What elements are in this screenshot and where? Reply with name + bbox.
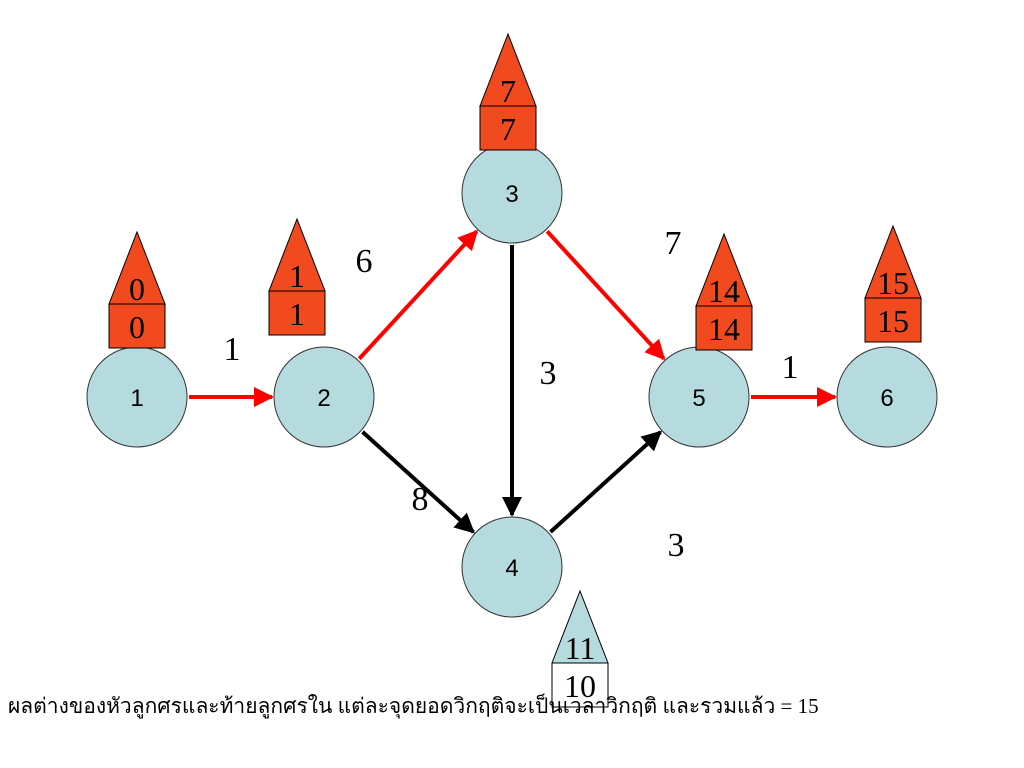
tag-bottom-value: 14 bbox=[708, 311, 740, 347]
node-label: 6 bbox=[880, 385, 893, 412]
edges-layer bbox=[189, 229, 837, 534]
tag-top-value: 14 bbox=[708, 273, 740, 309]
node-circle bbox=[461, 516, 563, 618]
tag-box bbox=[479, 105, 537, 151]
tag-top-value: 7 bbox=[500, 73, 516, 109]
tag-box bbox=[864, 297, 922, 343]
time-tag-node-2: 11 bbox=[268, 217, 326, 336]
edge-weight-2-3: 6 bbox=[356, 243, 373, 280]
tag-triangle bbox=[551, 589, 609, 664]
tag-top-value: 0 bbox=[129, 271, 145, 307]
tag-bottom-value: 0 bbox=[129, 309, 145, 345]
time-tag-node-1: 00 bbox=[108, 230, 166, 349]
tag-bottom-value: 15 bbox=[877, 303, 909, 339]
node-6: 6 bbox=[836, 346, 938, 448]
node-1: 1 bbox=[86, 346, 188, 448]
edge-weights-layer: 1 6 8 3 7 3 1 bbox=[224, 225, 799, 564]
tag-bottom-value: 10 bbox=[564, 668, 596, 704]
node-label: 2 bbox=[317, 385, 330, 412]
edge-weight-1-2: 1 bbox=[224, 331, 241, 368]
tag-triangle bbox=[268, 217, 326, 292]
edge-2-4 bbox=[361, 430, 475, 534]
edge-weight-3-5: 7 bbox=[665, 225, 682, 262]
tag-top-value: 1 bbox=[289, 258, 305, 294]
tag-triangle bbox=[479, 32, 537, 107]
edge-weight-4-5: 3 bbox=[668, 527, 685, 564]
node-2: 2 bbox=[273, 346, 375, 448]
tag-bottom-value: 1 bbox=[289, 296, 305, 332]
node-circle bbox=[836, 346, 938, 448]
edge-weight-2-4: 8 bbox=[412, 481, 429, 518]
tag-triangle bbox=[108, 230, 166, 305]
tag-top-value: 11 bbox=[565, 630, 596, 666]
edge-3-5 bbox=[545, 229, 666, 361]
node-circle bbox=[273, 346, 375, 448]
node-label: 5 bbox=[692, 385, 705, 412]
nodes-layer: 1 2 3 4 5 6 bbox=[86, 142, 938, 618]
node-label: 4 bbox=[505, 555, 518, 582]
edge-weight-3-4: 3 bbox=[540, 355, 557, 392]
tag-bottom-value: 7 bbox=[500, 111, 516, 147]
edge-weight-5-6: 1 bbox=[782, 349, 799, 386]
tag-triangle bbox=[695, 232, 753, 307]
node-label: 3 bbox=[505, 181, 518, 208]
node-5: 5 bbox=[648, 346, 750, 448]
edge-4-5 bbox=[549, 430, 663, 534]
edge-2-3 bbox=[357, 229, 479, 361]
tag-top-value: 15 bbox=[877, 265, 909, 301]
caption-text: ผลต่างของหัวลูกศรและท้ายลูกศรใน แต่ละจุด… bbox=[8, 694, 819, 718]
node-label: 1 bbox=[130, 385, 143, 412]
node-3: 3 bbox=[461, 142, 563, 244]
node-4: 4 bbox=[461, 516, 563, 618]
tag-triangle bbox=[864, 224, 922, 299]
time-tag-node-3: 77 bbox=[479, 32, 537, 151]
tag-box bbox=[551, 662, 609, 708]
